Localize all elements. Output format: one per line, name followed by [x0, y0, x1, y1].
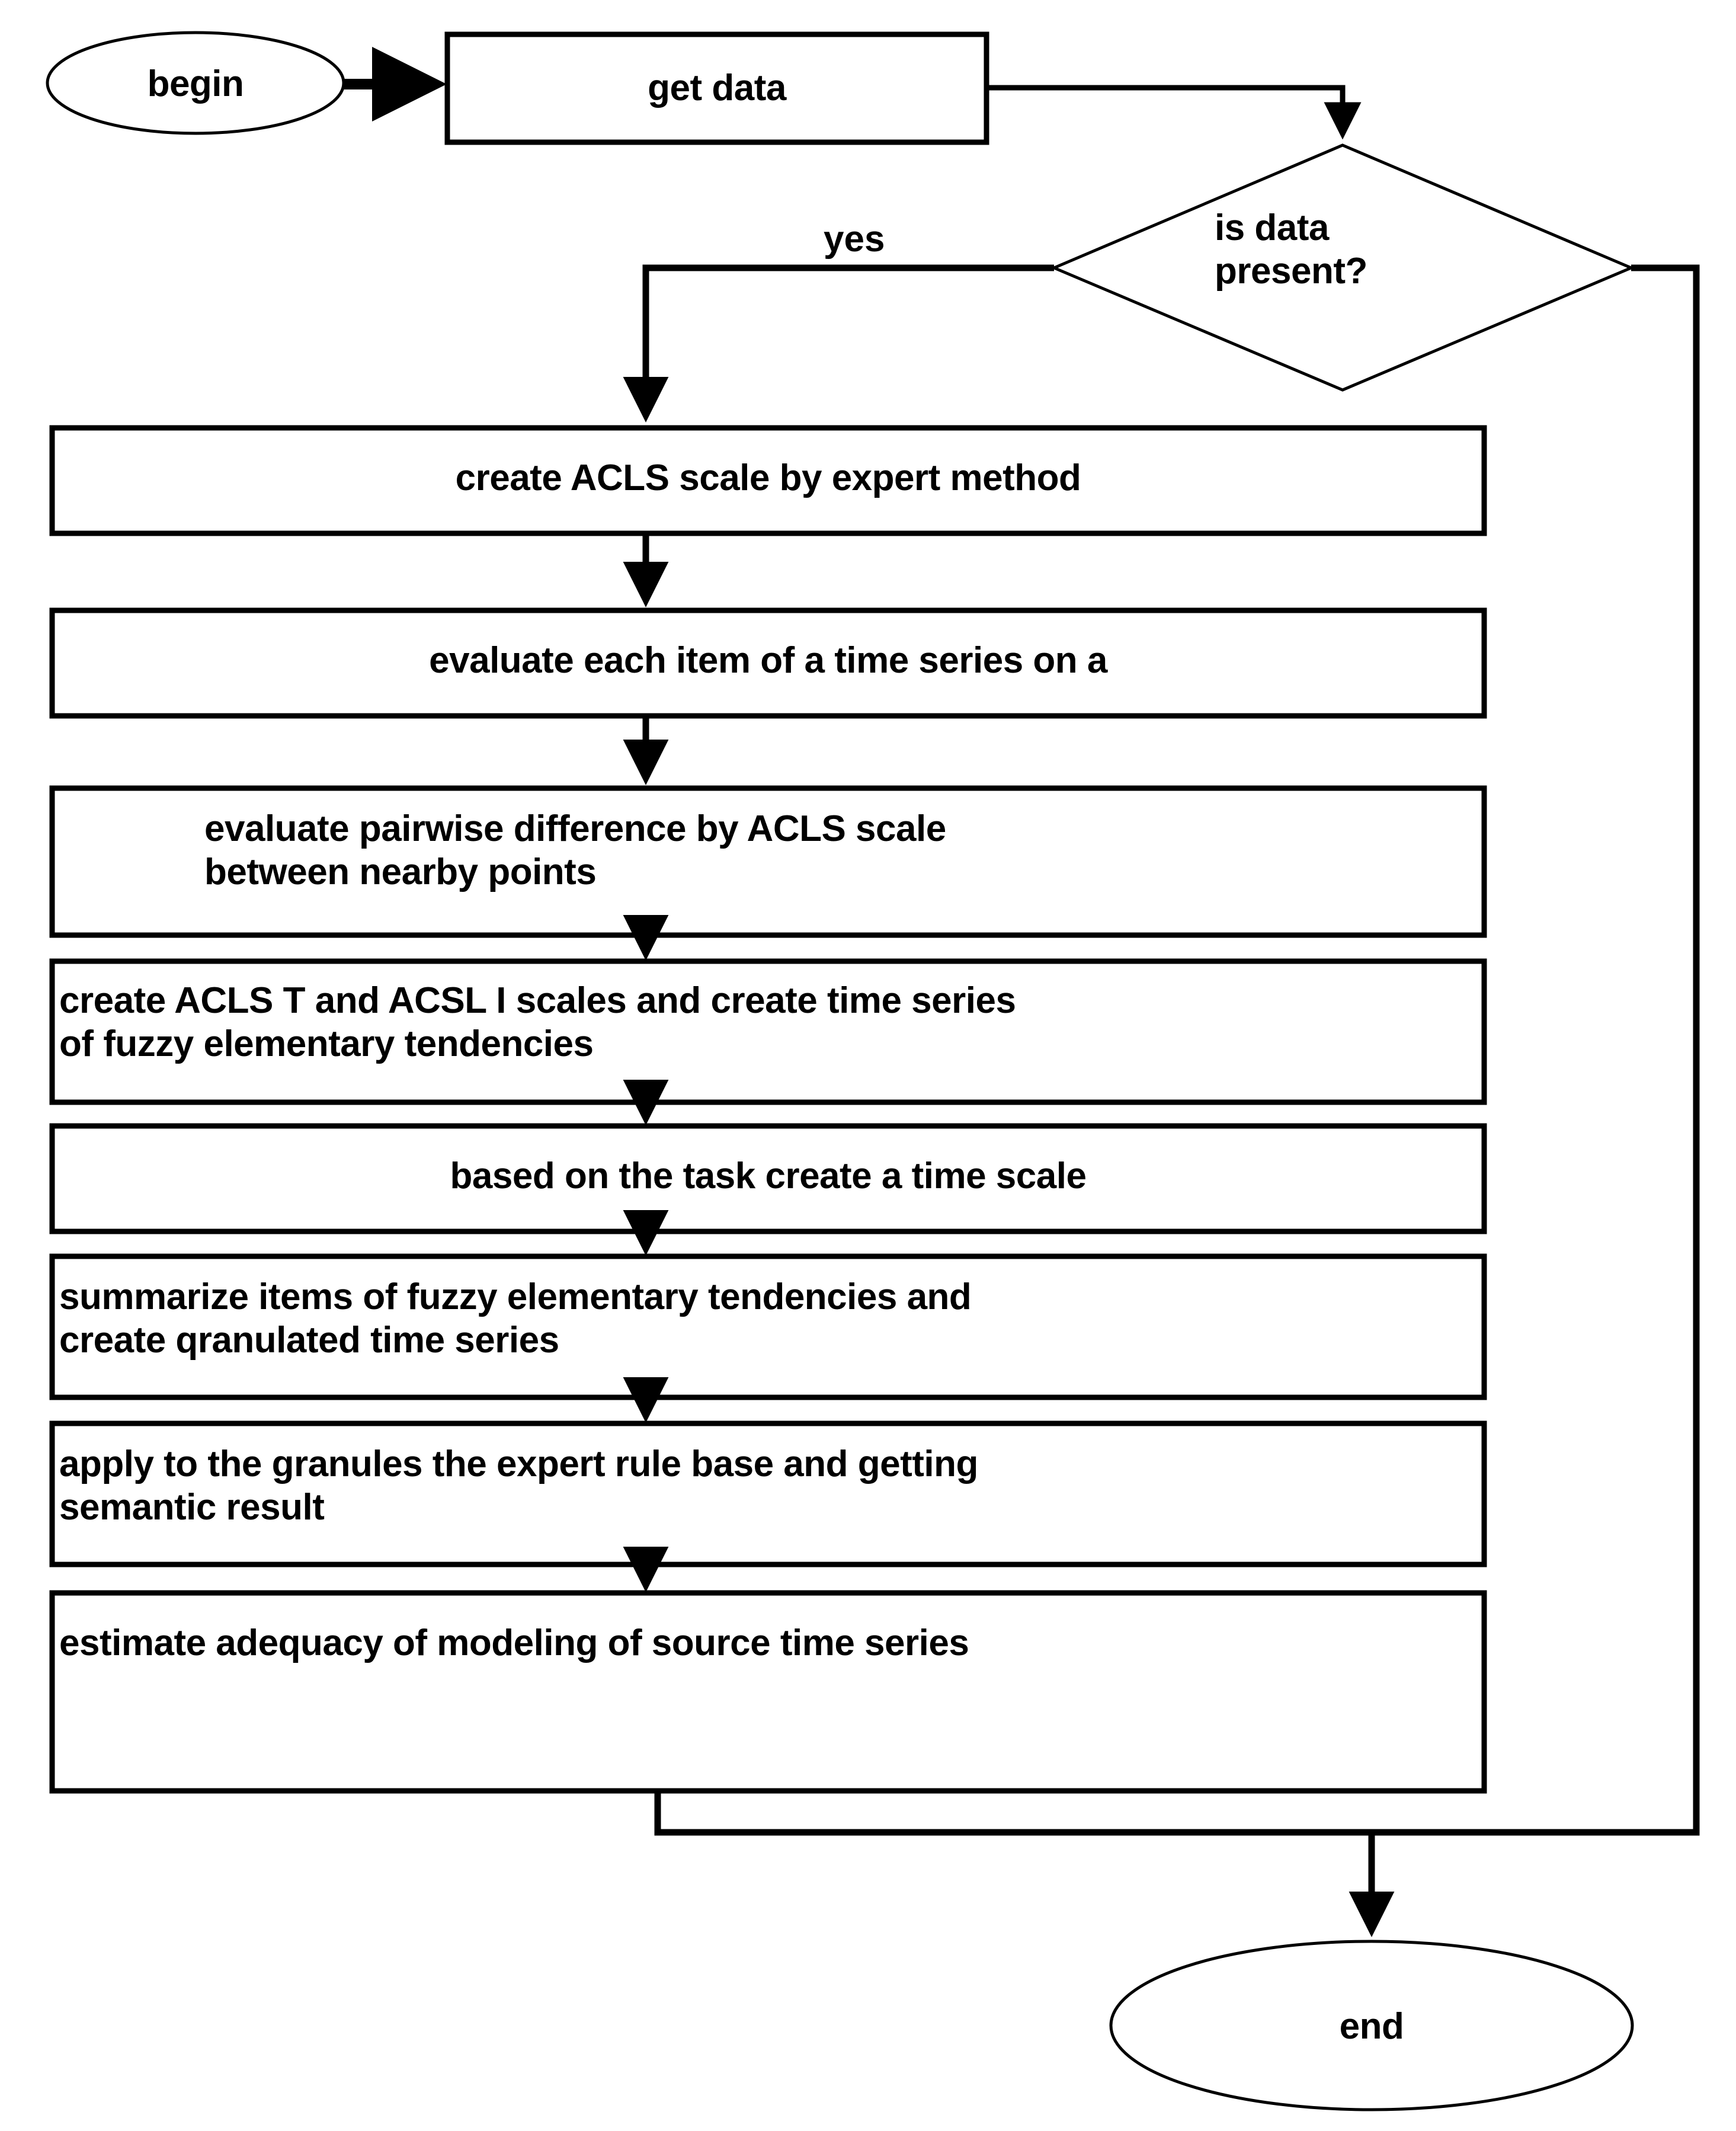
edge-decision-yes-to-step1 — [623, 264, 1054, 423]
get-data-box-shape — [444, 31, 989, 145]
step1-box-label: create ACLS scale by expert method — [455, 457, 1081, 498]
begin-terminal-label: begin — [147, 63, 244, 104]
edge-get-data-to-decision — [986, 85, 1362, 140]
decision-diamond-shape — [1050, 143, 1635, 392]
step3-box-shape — [49, 785, 1487, 938]
step6-box-label: summarize items of fuzzy elementary tend… — [59, 1276, 972, 1361]
edge-step8-to-end — [654, 1791, 1372, 1836]
edge-decision-no-to-end — [1349, 264, 1700, 1937]
step5-box-label: based on the task create a time scale — [450, 1156, 1087, 1196]
step4-box-shape — [49, 958, 1487, 1105]
step4-box-label: create ACLS T and ACSL I scales and crea… — [59, 980, 1016, 1065]
step7-box-label: apply to the granules the expert rule ba… — [59, 1444, 978, 1528]
step7-box-shape — [49, 1420, 1487, 1567]
edge-label-yes: yes — [824, 219, 885, 260]
step6-box-shape — [49, 1253, 1487, 1400]
get-data-box-label: get data — [648, 68, 786, 108]
step1-box-shape — [49, 425, 1487, 536]
step5-box-shape — [49, 1123, 1487, 1234]
end-terminal-label: end — [1339, 2006, 1404, 2047]
end-terminal-shape — [1109, 1940, 1634, 2111]
step3-box-label: evaluate pairwise difference by ACLS sca… — [204, 808, 946, 893]
decision-diamond-label: is data present? — [1215, 207, 1367, 292]
step2-box-label: evaluate each item of a time series on a — [429, 640, 1107, 681]
step2-box-shape — [49, 607, 1487, 719]
step8-box-shape — [49, 1590, 1487, 1794]
step8-box-label: estimate adequacy of modeling of source … — [59, 1623, 969, 1663]
